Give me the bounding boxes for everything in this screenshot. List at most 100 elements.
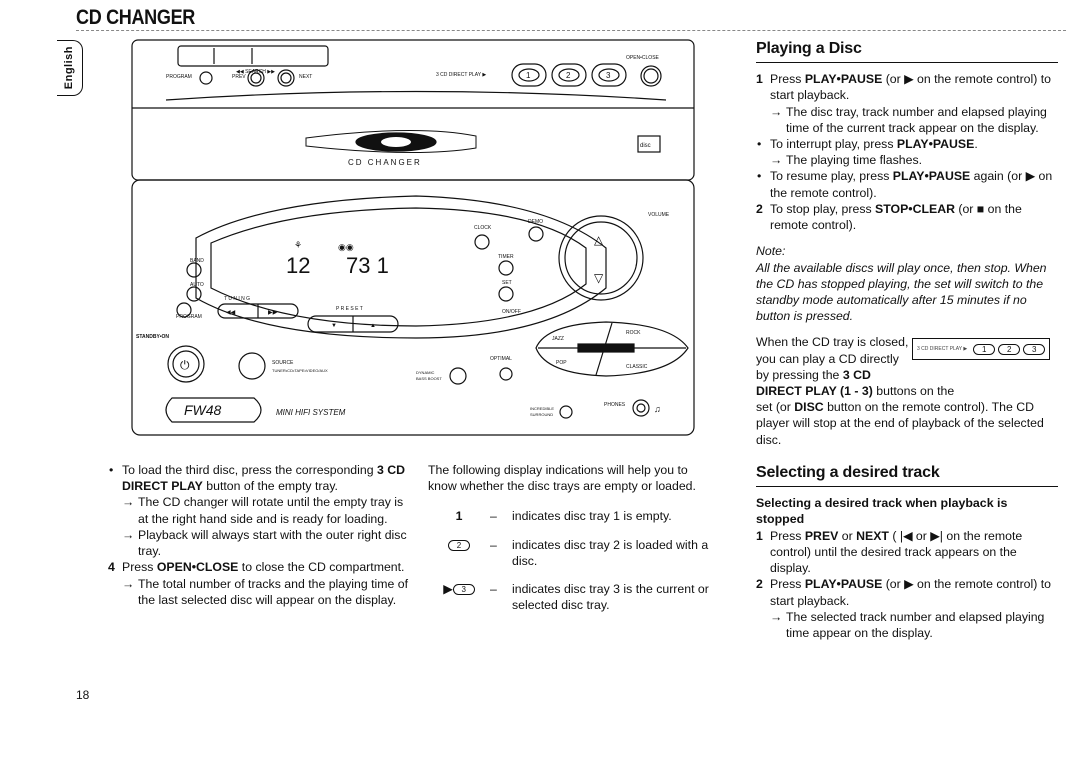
set-button	[498, 286, 514, 302]
next-button	[277, 69, 295, 87]
step-4: 4 Press OPEN•CLOSE to close the CD compa…	[108, 560, 405, 575]
svg-text:⏻: ⏻	[180, 358, 190, 372]
source-button	[238, 352, 266, 380]
svg-text:POP: POP	[556, 360, 567, 366]
svg-text:▼: ▼	[331, 323, 337, 329]
left-column: • To load the third disc, press the corr…	[108, 462, 410, 608]
surround-button	[559, 405, 573, 419]
prev-button	[247, 69, 265, 87]
svg-text:SURROUND: SURROUND	[530, 412, 553, 417]
selecting-track-heading: Selecting a desired track	[756, 463, 940, 481]
svg-text:◉◉: ◉◉	[338, 242, 354, 252]
svg-text:▲: ▲	[370, 323, 376, 329]
mini-disc3-button: 3	[1023, 343, 1046, 355]
indication-tray-3: ▶3 – indicates disc tray 3 is the curren…	[443, 582, 709, 613]
svg-text:JAZZ: JAZZ	[552, 336, 564, 342]
interrupt-item: • To interrupt play, press PLAY•PAUSE.	[757, 136, 978, 151]
direct-play-paragraph: When the CD tray is closed, you can play…	[756, 334, 1058, 448]
svg-text:CLOCK: CLOCK	[474, 225, 492, 231]
display-time: 73 1	[346, 253, 389, 278]
search-label: ◀◀ SEARCH ▶▶	[236, 69, 275, 75]
auto-button	[186, 286, 202, 302]
device-illustration: ◀◀ SEARCH ▶▶ PROGRAM PREV NEXT 3 CD DIRE…	[126, 38, 701, 440]
svg-text:P R E S E T: P R E S E T	[336, 306, 363, 312]
disc3-button	[591, 63, 627, 87]
svg-text:STANDBY•ON: STANDBY•ON	[136, 334, 169, 340]
middle-column: The following display indications will h…	[428, 462, 718, 614]
svg-text:VOLUME: VOLUME	[648, 212, 670, 218]
svg-text:2: 2	[566, 71, 571, 80]
program-button	[199, 71, 213, 85]
play-step-1: 1 Press PLAY•PAUSE (or ▶ on the remote c…	[756, 72, 1052, 103]
volume-knob	[558, 215, 644, 301]
svg-text:1: 1	[526, 71, 531, 80]
svg-text:▽: ▽	[594, 271, 604, 285]
select-step-2-sub: →The selected track number and elapsed p…	[770, 609, 1045, 641]
cd-logo	[637, 135, 661, 153]
select-step-1: 1 Press PREV or NEXT ( |◀ or ▶| on the r…	[756, 528, 1023, 576]
svg-text:BASS BOOST: BASS BOOST	[416, 376, 442, 381]
svg-text:SET: SET	[502, 280, 512, 286]
note-title: Note:	[756, 244, 786, 259]
timer-button	[498, 260, 514, 276]
direct-play-mini-panel: 3 CD DIRECT PLAY ▶ 1 2 3	[912, 338, 1051, 361]
load-third-disc-item: • To load the third disc, press the corr…	[109, 463, 405, 494]
page-number: 18	[76, 688, 90, 702]
clock-button	[474, 234, 490, 250]
svg-text:3: 3	[606, 71, 611, 80]
indication-tray-2: 2 – indicates disc tray 2 is loaded with…	[428, 537, 718, 569]
optimal-button	[499, 367, 513, 381]
tray-1-symbol: 1	[455, 509, 463, 524]
step-4-sub: →The total number of tracks and the play…	[122, 576, 408, 607]
svg-text:ROCK: ROCK	[626, 330, 641, 336]
svg-text:◀◀: ◀◀	[226, 310, 236, 316]
model-tagline: MINI HIFI SYSTEM	[276, 408, 346, 417]
select-step-2: 2 Press PLAY•PAUSE (or ▶ on the remote c…	[756, 577, 1052, 608]
svg-text:T U N I N G: T U N I N G	[224, 296, 250, 302]
next-label: NEXT	[299, 74, 312, 80]
svg-text:▶▶: ▶▶	[268, 310, 278, 316]
dynamic-bass-button	[449, 367, 467, 385]
svg-text:TIMER: TIMER	[498, 254, 514, 260]
resume-item: • To resume play, press PLAY•PAUSE again…	[757, 169, 1053, 200]
disc2-button	[551, 63, 587, 87]
note-text: All the available discs will play once, …	[756, 260, 1047, 324]
indication-tray-1: 1 – indicates disc tray 1 is empty.	[428, 508, 718, 524]
demo-button	[528, 226, 544, 242]
svg-text:CLASSIC: CLASSIC	[626, 364, 648, 370]
interrupt-sub: →The playing time flashes.	[770, 153, 923, 168]
program-knob	[176, 302, 192, 318]
standby-button	[167, 345, 205, 383]
language-tab-label: English	[63, 46, 76, 90]
open-close-label: OPEN•CLOSE	[626, 55, 660, 61]
dsc-buttons	[535, 321, 689, 377]
tray-3-symbol: 3	[452, 584, 475, 596]
svg-text:ON/OFF: ON/OFF	[502, 309, 521, 315]
svg-text:DEMO: DEMO	[528, 219, 543, 225]
tray-2-symbol: 2	[448, 539, 470, 551]
cd-changer-label: CD CHANGER	[348, 158, 422, 167]
svg-text:SOURCE: SOURCE	[272, 360, 294, 366]
model-name: FW48	[184, 402, 222, 418]
direct-play-label: 3 CD DIRECT PLAY ▶	[436, 72, 486, 78]
svg-text:PHONES: PHONES	[604, 402, 626, 408]
svg-text:TUNER•CD•TAPE•VIDEO/AUX: TUNER•CD•TAPE•VIDEO/AUX	[272, 368, 328, 373]
svg-text:⚘: ⚘	[294, 240, 302, 250]
mini-disc1-button: 1	[973, 343, 996, 355]
mini-disc2-button: 2	[998, 343, 1021, 355]
svg-text:△: △	[594, 233, 604, 247]
phones-jack	[632, 399, 650, 417]
indications-intro: The following display indications will h…	[428, 463, 696, 494]
svg-text:AUTO: AUTO	[190, 282, 204, 288]
language-tab[interactable]: English	[57, 40, 83, 96]
right-column: Playing a Disc 1 Press PLAY•PAUSE (or ▶ …	[756, 38, 1058, 641]
load-sub-2: →Playback will always start with the out…	[122, 527, 407, 559]
svg-text:♫: ♫	[654, 404, 661, 414]
play-step-2: 2 To stop play, press STOP•CLEAR (or ■ o…	[756, 201, 1022, 233]
svg-text:DYNAMIC: DYNAMIC	[416, 370, 435, 375]
disc1-button	[511, 63, 547, 87]
load-sub-1: →The CD changer will rotate until the em…	[122, 495, 404, 526]
band-button	[186, 262, 202, 278]
selecting-subheading: Selecting a desired track when playback …	[756, 496, 1008, 527]
page-title: CD CHANGER	[76, 6, 195, 29]
